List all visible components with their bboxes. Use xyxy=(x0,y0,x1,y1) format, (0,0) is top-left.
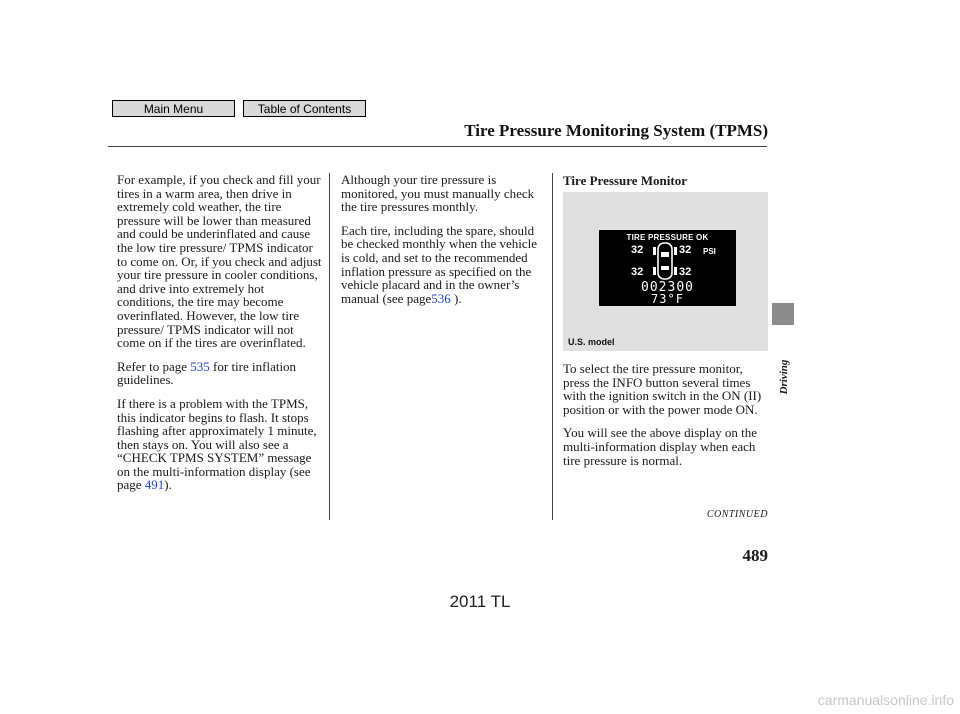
watermark: carmanualsonline.info xyxy=(817,692,954,708)
paragraph-text: Refer to page xyxy=(117,358,188,374)
main-menu-button[interactable]: Main Menu xyxy=(112,100,235,117)
page-number: 489 xyxy=(742,546,769,565)
title-divider xyxy=(108,146,767,147)
paragraph-text: for tire inflation guidelines. xyxy=(117,358,297,388)
pressure-unit: PSI xyxy=(703,247,716,256)
tire-pressure-rear-left: 32 xyxy=(631,266,644,278)
multi-information-display: TIRE PRESSURE OK 32 32 PSI 32 32 002300 … xyxy=(599,230,736,306)
car-top-view-icon xyxy=(653,242,677,280)
tire-pressure-rear-right: 32 xyxy=(679,266,692,278)
column-divider xyxy=(329,173,330,520)
paragraph-inflation-reference: Refer to page 535 for tire inflation gui… xyxy=(117,358,323,388)
paragraph-manual-check: Although your tire pressure is monitored… xyxy=(341,172,535,215)
page-link-491[interactable]: 491 xyxy=(144,477,165,493)
continued-label: CONTINUED xyxy=(706,509,768,520)
paragraph-spare-check: Each tire, including the spare, should b… xyxy=(341,222,547,306)
paragraph-text: ). xyxy=(453,290,462,306)
column-divider xyxy=(552,173,553,520)
page-link-535[interactable]: 535 xyxy=(190,358,210,374)
display-title: TIRE PRESSURE OK xyxy=(626,233,709,242)
page-link-536[interactable]: 536 xyxy=(431,290,451,306)
paragraph-select-monitor: To select the tire pressure monitor, pre… xyxy=(563,361,762,417)
paragraph-text: If there is a problem with the TPMS, thi… xyxy=(117,395,317,493)
page-title: Tire Pressure Monitoring System (TPMS) xyxy=(464,121,768,140)
paragraph-temperature-example: For example, if you check and fill your … xyxy=(117,172,322,351)
tire-pressure-display-figure: TIRE PRESSURE OK 32 32 PSI 32 32 002300 … xyxy=(563,192,768,351)
text-column-2: Although your tire pressure is monitored… xyxy=(341,173,547,315)
table-of-contents-button[interactable]: Table of Contents xyxy=(243,100,366,117)
section-tab-marker xyxy=(772,303,794,325)
outside-temperature: 73°F xyxy=(651,292,684,306)
section-heading: Tire Pressure Monitor xyxy=(563,173,687,188)
paragraph-text: Each tire, including the spare, should b… xyxy=(341,222,538,306)
figure-caption: U.S. model xyxy=(568,337,615,347)
tire-pressure-front-right: 32 xyxy=(679,244,692,256)
paragraph-display-normal: You will see the above display on the mu… xyxy=(563,425,758,468)
odometer-reading: 002300 xyxy=(641,280,694,295)
paragraph-tpms-problem: If there is a problem with the TPMS, thi… xyxy=(117,397,323,492)
section-side-label: Driving xyxy=(778,359,790,395)
text-column-1: For example, if you check and fill your … xyxy=(117,173,323,502)
text-column-3: To select the tire pressure monitor, pre… xyxy=(563,362,769,477)
tire-pressure-front-left: 32 xyxy=(631,244,644,256)
paragraph-text: ). xyxy=(164,477,172,493)
footer-model-year: 2011 TL xyxy=(449,592,511,611)
